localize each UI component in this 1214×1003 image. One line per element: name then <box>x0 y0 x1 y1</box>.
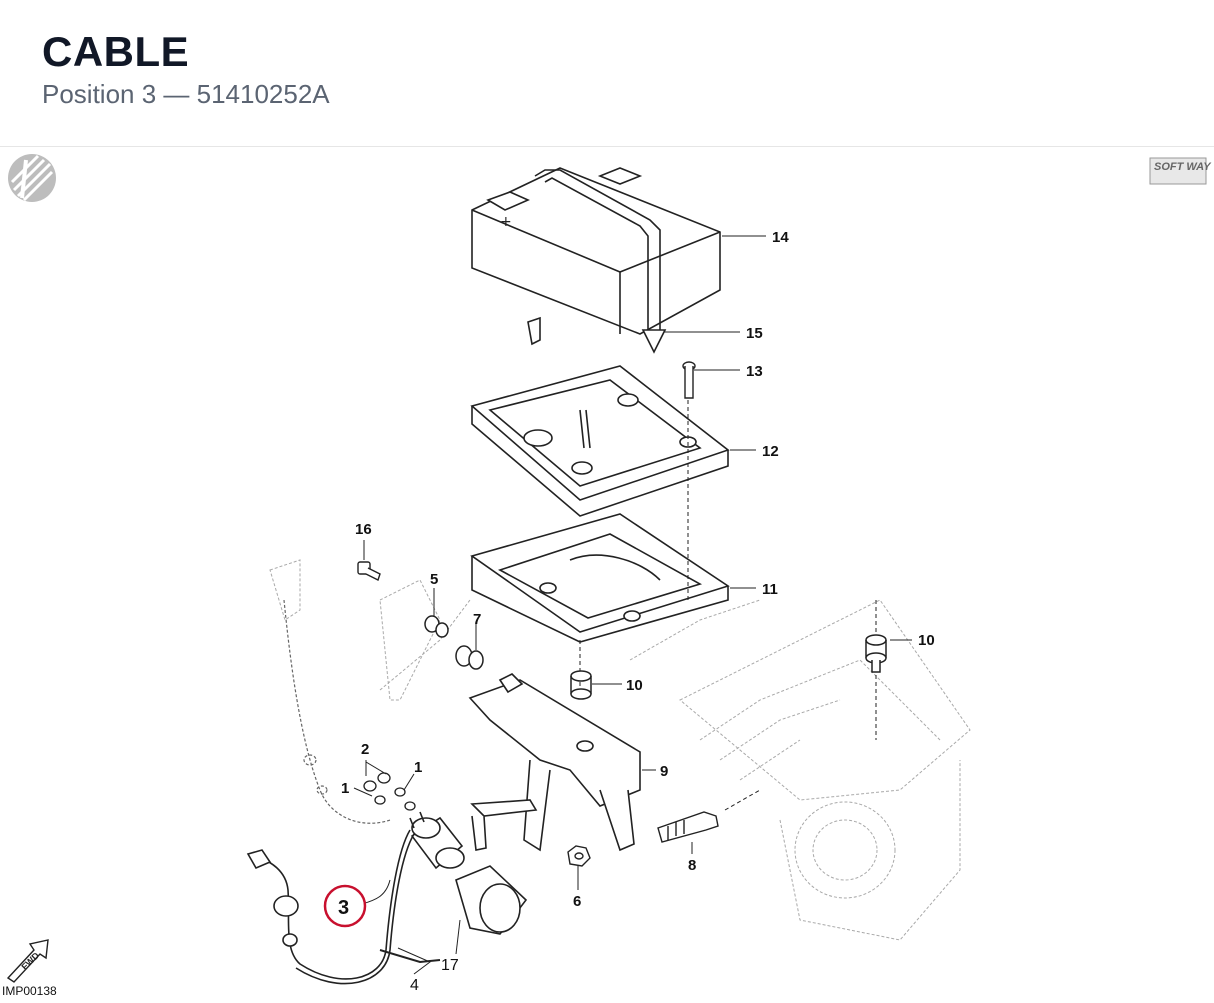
battery-part-14[interactable]: + <box>471 167 721 335</box>
rubber-cover-part-17[interactable] <box>455 865 528 935</box>
fwd-arrow-icon: FWD <box>6 939 49 983</box>
battery-tray-lower-part-11[interactable] <box>470 513 730 643</box>
rubber-mount-part-10-right[interactable] <box>865 634 887 673</box>
rubber-mount-part-10-left[interactable] <box>570 670 592 700</box>
brand-watermark-icon <box>8 154 56 202</box>
battery-tray-upper-part-12[interactable] <box>470 365 730 517</box>
alignment-dashed-lines <box>579 386 877 811</box>
grommet-part-5[interactable] <box>424 615 449 638</box>
callout-1-left[interactable]: 1 <box>341 780 349 797</box>
battery-strap-part-15[interactable] <box>527 169 667 354</box>
softway-logo-icon: SOFT WAY <box>1149 157 1212 185</box>
callout-14[interactable]: 14 <box>772 229 789 246</box>
callout-10-right[interactable]: 10 <box>918 632 935 649</box>
cable-part-3[interactable] <box>246 829 415 985</box>
highlighted-callout-ring <box>323 884 367 928</box>
page-title: CABLE <box>42 28 190 75</box>
callout-7[interactable]: 7 <box>473 611 481 628</box>
screw-part-13[interactable] <box>682 361 696 399</box>
grommet-part-7[interactable] <box>455 645 484 670</box>
nut-part-6[interactable] <box>567 845 591 867</box>
callout-12[interactable]: 12 <box>762 443 779 460</box>
svg-text:SOFT WAY: SOFT WAY <box>1154 161 1212 173</box>
page-subtitle: Position 3 — 51410252A <box>42 79 330 109</box>
bracket-part-9[interactable] <box>468 673 641 852</box>
callout-11[interactable]: 11 <box>762 581 778 598</box>
callout-1-right[interactable]: 1 <box>414 759 422 776</box>
callout-4[interactable]: 4 <box>410 977 419 994</box>
svg-text:+: + <box>500 214 512 230</box>
callout-10-left[interactable]: 10 <box>626 677 643 694</box>
callout-2[interactable]: 2 <box>361 741 369 758</box>
callout-9[interactable]: 9 <box>660 763 668 780</box>
callout-15[interactable]: 15 <box>746 325 763 342</box>
callout-8[interactable]: 8 <box>688 857 696 874</box>
callout-leader-lines <box>353 235 912 975</box>
engine-ghost-outline <box>269 559 971 941</box>
bolt-part-8[interactable] <box>657 811 719 843</box>
callout-17[interactable]: 17 <box>441 957 459 974</box>
screw-part-16[interactable] <box>357 561 381 581</box>
ghost-cable <box>283 599 391 824</box>
washer-nut-parts-1-2[interactable] <box>363 772 416 811</box>
callout-6[interactable]: 6 <box>573 893 581 910</box>
exploded-parts-diagram: SOFT WAY + <box>2 154 1212 998</box>
callout-5[interactable]: 5 <box>430 571 438 588</box>
callout-16[interactable]: 16 <box>355 521 372 538</box>
image-code: IMP00138 <box>2 984 57 998</box>
starter-relay-part-4[interactable] <box>409 811 465 870</box>
callout-13[interactable]: 13 <box>746 363 763 380</box>
callout-3[interactable]: 3 <box>338 897 349 919</box>
page-header: CABLE Position 3 — 51410252A <box>0 0 1214 147</box>
